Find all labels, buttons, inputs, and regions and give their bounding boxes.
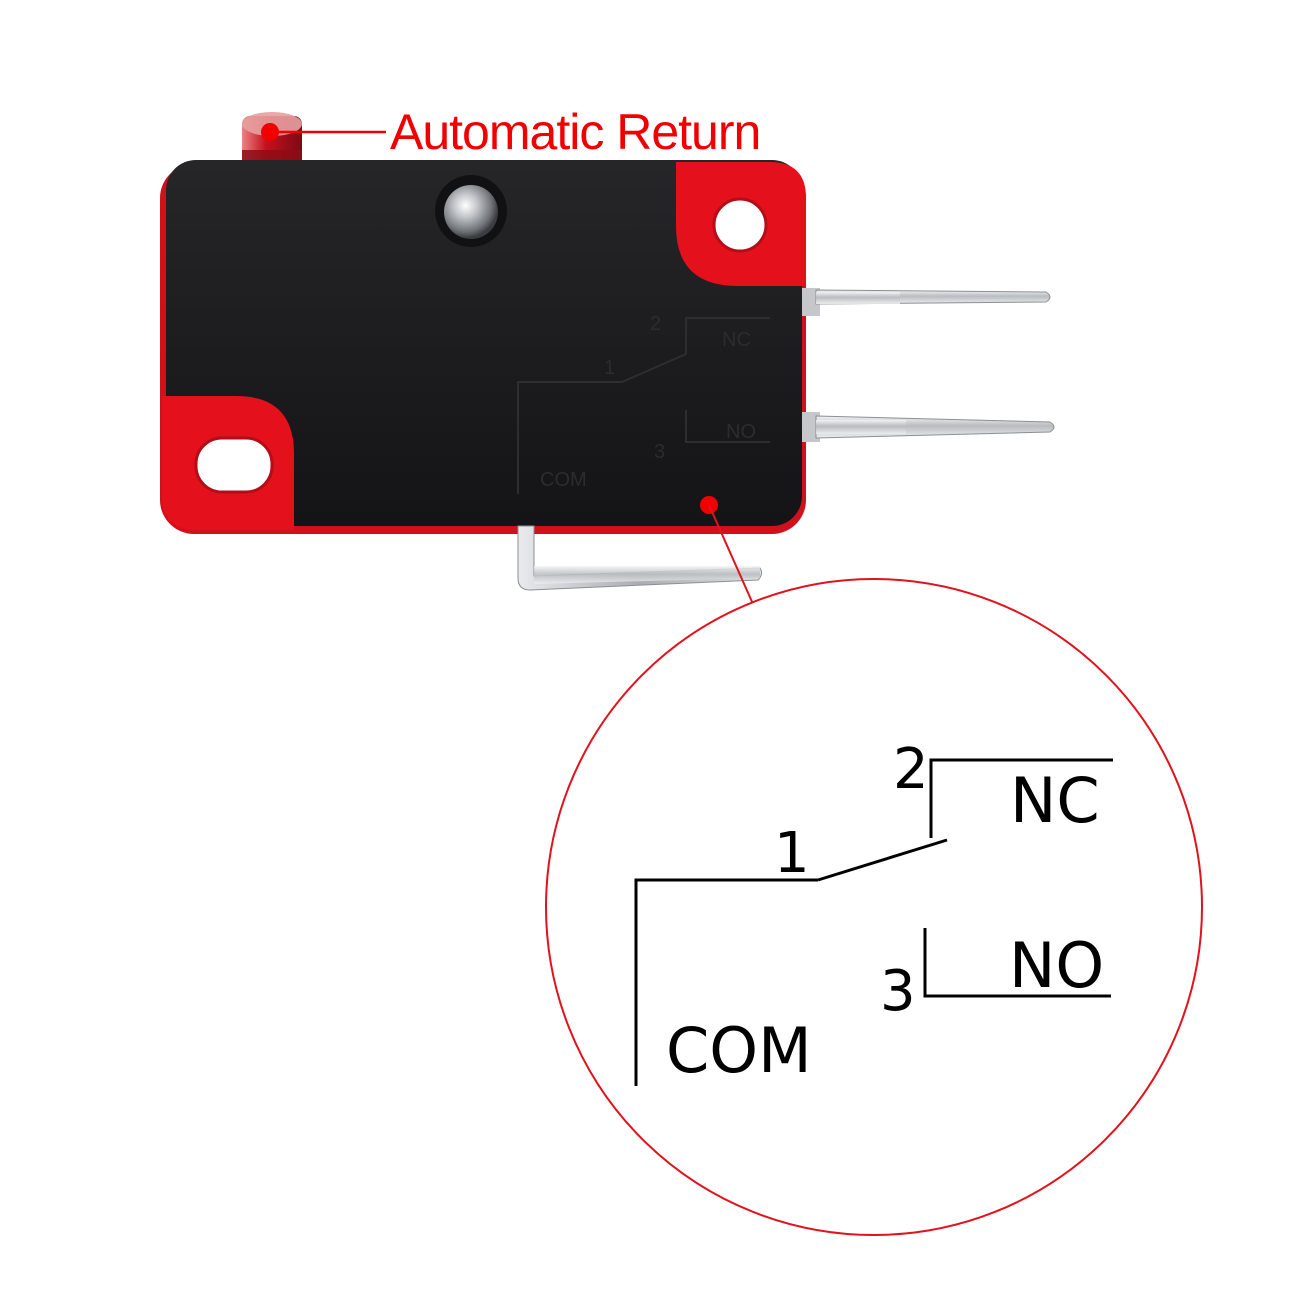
terminal-nc [802, 288, 1051, 316]
diagram-label-nc: NC [1010, 764, 1100, 837]
terminal-com [517, 525, 763, 591]
zoomed-circuit-diagram: 1 2 3 NC NO COM [634, 737, 1113, 1087]
com-wire [634, 878, 818, 1086]
automatic-return-callout: Automatic Return [261, 104, 761, 160]
zoom-pointer-line [708, 504, 754, 605]
diagram-label-com: COM [666, 1014, 812, 1087]
automatic-return-label: Automatic Return [390, 104, 760, 160]
zoom-circle [545, 578, 1203, 1236]
diagram-pin-1: 1 [774, 821, 810, 886]
housing-circuit-marking: 1 2 3 NC NO COM [517, 313, 770, 494]
switch-lever [817, 838, 948, 882]
zoom-ring [545, 578, 1203, 1236]
switch-housing [160, 160, 806, 534]
housing-pin-3: 3 [654, 441, 665, 463]
diagram-pin-3: 3 [880, 959, 916, 1024]
housing-label-nc: NC [722, 329, 751, 351]
terminal-no [802, 412, 1055, 442]
no-contact [923, 928, 1111, 998]
diagram-pin-2: 2 [893, 737, 929, 802]
mounting-hole-top-right [712, 197, 768, 253]
diagram-label-no: NO [1009, 929, 1104, 1002]
housing-pin-1: 1 [604, 357, 615, 379]
nc-contact [929, 758, 1113, 838]
housing-label-no: NO [726, 421, 756, 443]
housing-label-com: COM [540, 469, 587, 491]
mounting-hole-bottom-left [194, 436, 274, 494]
housing-pin-2: 2 [650, 313, 661, 335]
zoom-pointer [700, 496, 754, 605]
